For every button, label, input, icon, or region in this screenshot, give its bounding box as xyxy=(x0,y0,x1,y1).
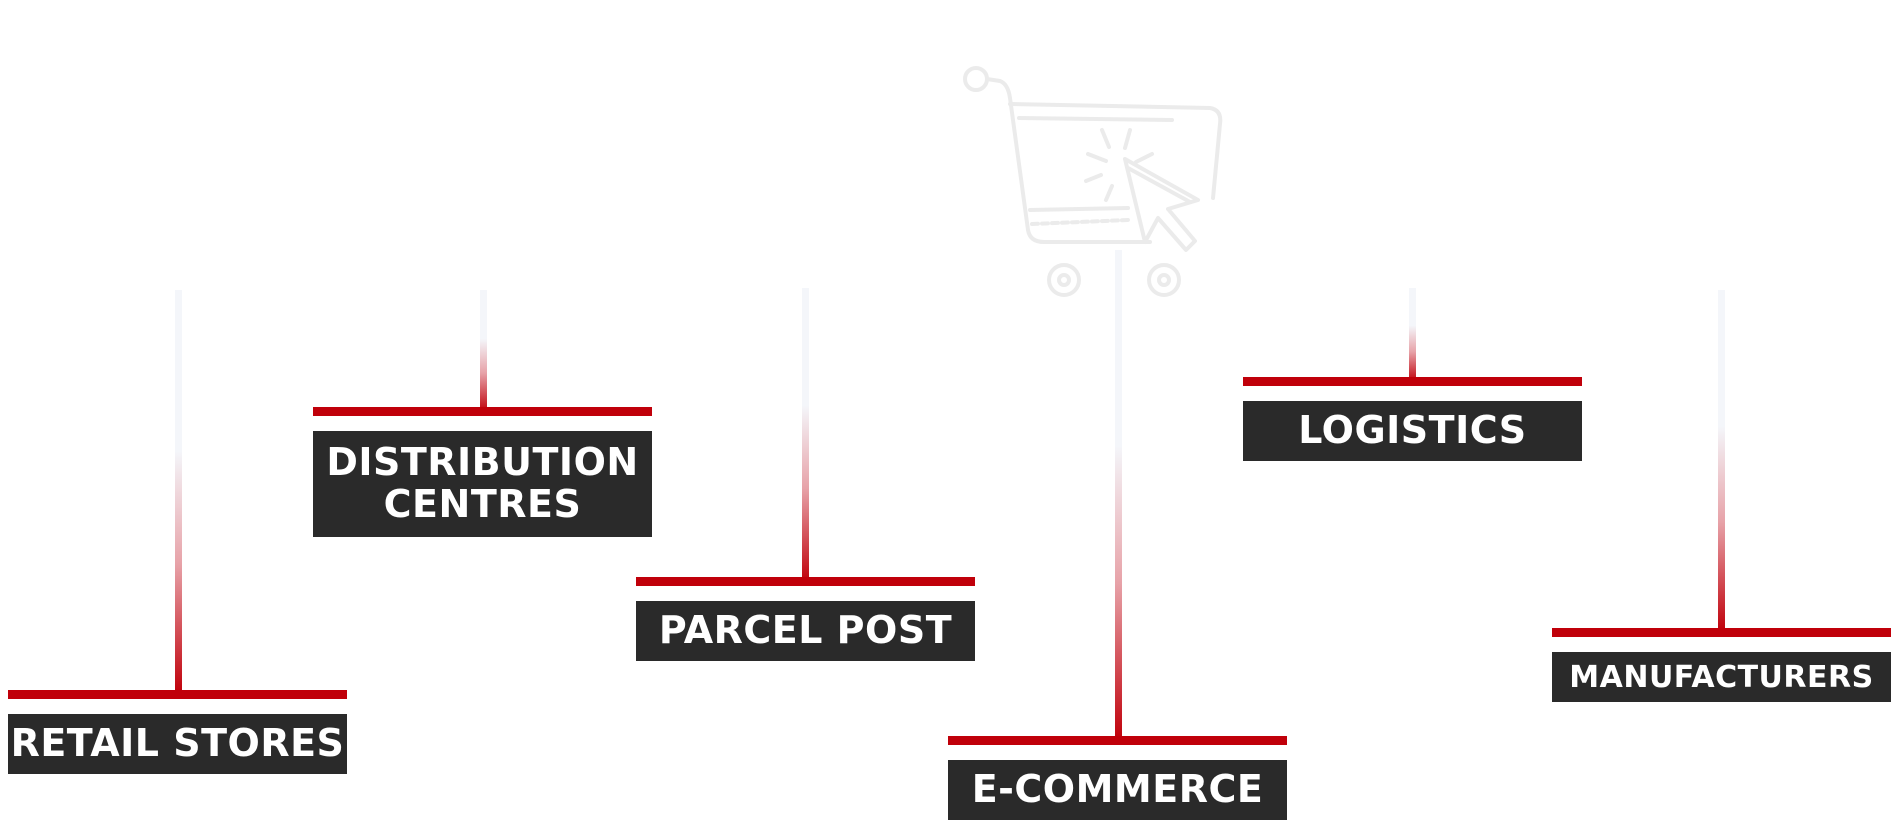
label-text: RETAIL STORES xyxy=(10,721,345,766)
connector-line-logistics xyxy=(1409,288,1416,382)
label-text: MANUFACTURERS xyxy=(1569,659,1874,695)
label-e-commerce: E-COMMERCE xyxy=(948,760,1287,820)
connector-line-manufacturers xyxy=(1718,290,1725,632)
label-retail-stores: RETAIL STORES xyxy=(8,714,347,774)
connector-line-e-commerce xyxy=(1115,250,1122,740)
label-text-line-2: CENTRES xyxy=(383,482,582,526)
shopping-cart-click-icon xyxy=(963,66,1223,297)
accent-bar-manufacturers xyxy=(1552,628,1891,637)
accent-bar-retail-stores xyxy=(8,690,347,699)
label-text-line-1: DISTRIBUTION xyxy=(326,440,639,485)
label-text: LOGISTICS xyxy=(1298,408,1527,453)
label-text: PARCEL POST xyxy=(658,608,953,653)
connector-line-retail-stores xyxy=(175,290,182,693)
accent-bar-e-commerce xyxy=(948,736,1287,745)
accent-bar-logistics xyxy=(1243,377,1582,386)
accent-bar-distribution-centres xyxy=(313,407,652,416)
label-distribution-centres: DISTRIBUTION CENTRES xyxy=(313,431,652,537)
accent-bar-parcel-post xyxy=(636,577,975,586)
label-text: E-COMMERCE xyxy=(971,767,1264,812)
label-parcel-post: PARCEL POST xyxy=(636,601,975,661)
connector-line-parcel-post xyxy=(802,288,809,583)
connector-line-distribution-centres xyxy=(480,290,487,412)
label-logistics: LOGISTICS xyxy=(1243,401,1582,461)
label-manufacturers: MANUFACTURERS xyxy=(1552,652,1891,702)
